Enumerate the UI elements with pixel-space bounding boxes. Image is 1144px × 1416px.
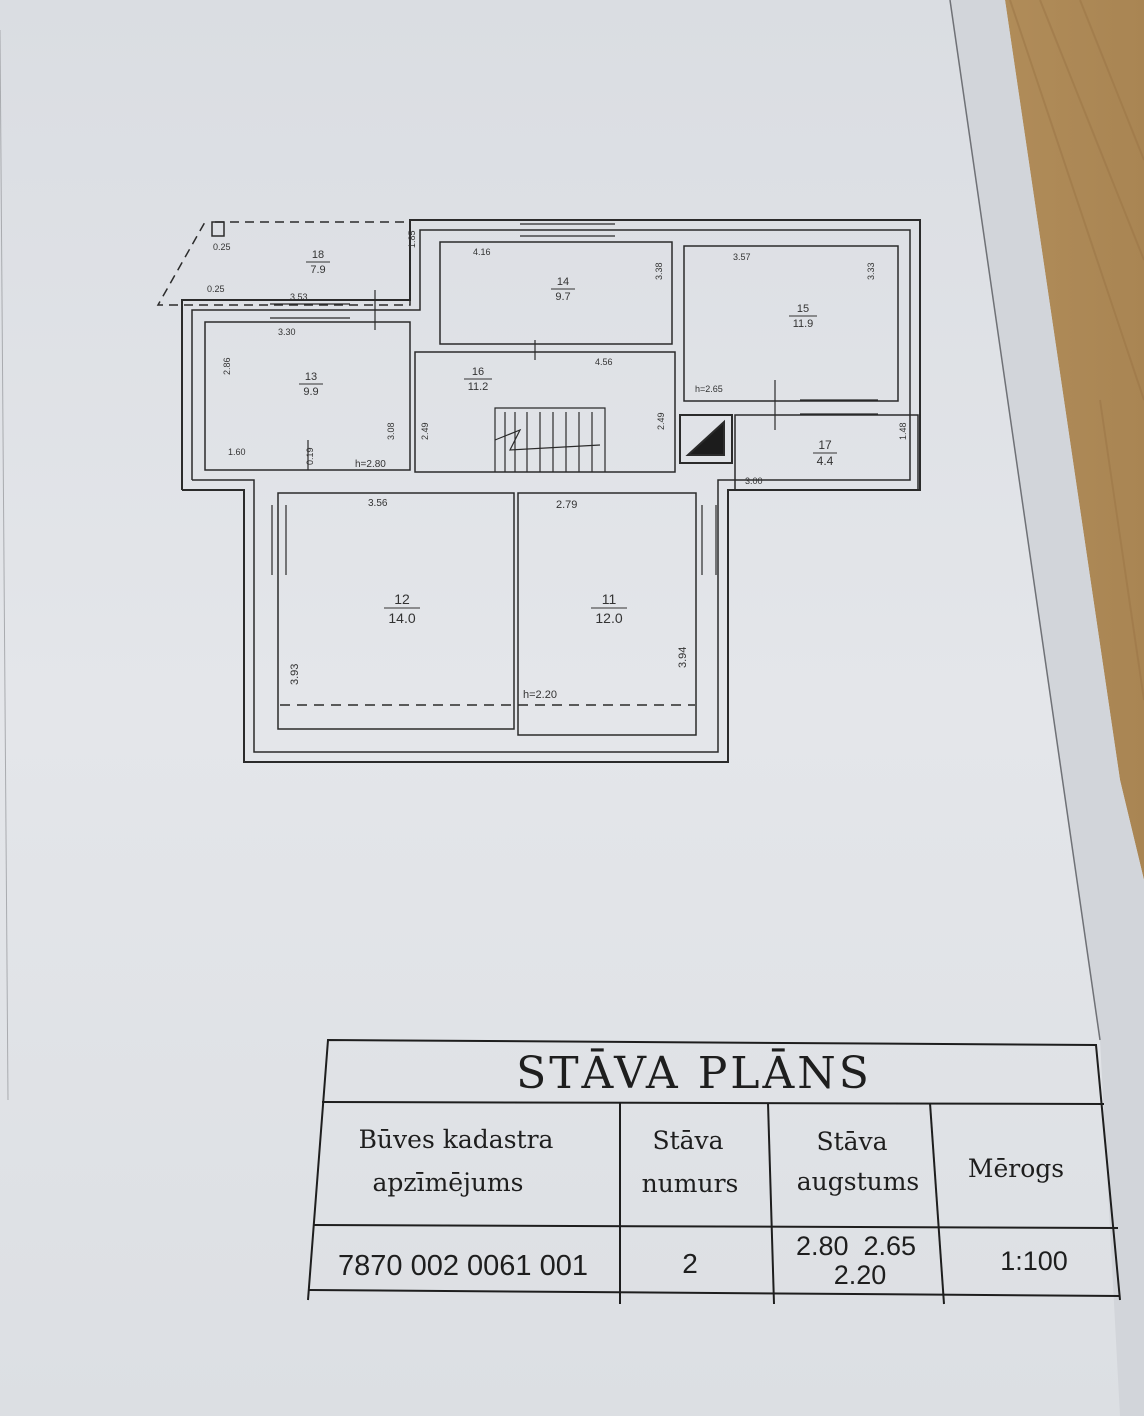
dim-label: 4.16 xyxy=(473,247,491,257)
svg-text:12.0: 12.0 xyxy=(595,610,622,626)
floor-height-value-line1: 2.80 2.65 xyxy=(796,1231,916,1261)
room-11-label: 11 12.0 xyxy=(591,591,627,626)
cadastre-value: 7870 002 0061 001 xyxy=(338,1250,588,1282)
dim-label: 0.25 xyxy=(207,284,225,294)
svg-text:7.9: 7.9 xyxy=(310,264,325,276)
header-cadastre-line1: Būves kadastra xyxy=(359,1125,554,1154)
svg-text:4.4: 4.4 xyxy=(817,454,834,468)
dim-label: 3.57 xyxy=(733,252,751,262)
header-floor-height-line2: augstums xyxy=(797,1167,920,1196)
dim-label: 4.56 xyxy=(595,357,613,367)
svg-text:17: 17 xyxy=(818,438,832,452)
dim-label: 3.38 xyxy=(654,262,664,280)
title-block xyxy=(307,1038,1121,1305)
header-floor-number-line2: numurs xyxy=(642,1169,739,1198)
dim-label: h=2.65 xyxy=(695,384,723,394)
svg-text:11: 11 xyxy=(602,591,617,607)
svg-text:18: 18 xyxy=(312,249,324,261)
room-15-outline xyxy=(683,245,899,402)
dim-label: h=2.20 xyxy=(523,689,557,701)
dim-label: h=2.80 xyxy=(355,459,386,470)
header-cadastre-line2: apzīmējums xyxy=(373,1168,524,1197)
room-16-outline xyxy=(414,351,676,473)
room-18-label: 18 7.9 xyxy=(306,249,330,276)
svg-text:13: 13 xyxy=(305,371,317,383)
room-14-label: 14 9.7 xyxy=(551,276,575,303)
room-16-label: 16 11.2 xyxy=(464,366,492,393)
title-block-title: STĀVA PLĀNS xyxy=(516,1047,872,1099)
scale-value: 1:100 xyxy=(1000,1246,1068,1276)
dim-label: 1.60 xyxy=(228,447,246,457)
room-17-outline xyxy=(734,414,919,491)
floor-number-value: 2 xyxy=(682,1248,698,1279)
floor-height-value-line2: 2.20 xyxy=(834,1260,887,1290)
dim-label: 3.53 xyxy=(290,292,308,302)
header-scale: Mērogs xyxy=(968,1154,1064,1183)
dim-label: 2.86 xyxy=(222,357,232,375)
dim-label: 3.30 xyxy=(278,327,296,337)
room-13-label: 13 9.9 xyxy=(299,371,323,398)
room-17-label: 17 4.4 xyxy=(813,438,837,468)
dim-label: 3.00 xyxy=(745,476,763,486)
room-11-outline xyxy=(517,492,697,736)
dim-label: 3.33 xyxy=(866,262,876,280)
svg-text:14.0: 14.0 xyxy=(388,610,415,626)
header-floor-height-line1: Stāva xyxy=(816,1127,887,1156)
dim-label: 1.48 xyxy=(898,422,908,440)
room-15-label: 15 11.9 xyxy=(789,303,817,330)
svg-text:11.9: 11.9 xyxy=(793,318,814,330)
svg-text:11.2: 11.2 xyxy=(468,381,489,393)
dim-label: 2.49 xyxy=(420,422,430,440)
svg-text:15: 15 xyxy=(797,303,809,315)
staircase xyxy=(494,407,606,472)
dim-label: 0.25 xyxy=(213,242,231,252)
svg-text:16: 16 xyxy=(472,366,484,378)
dim-label: 2.49 xyxy=(656,412,666,430)
svg-text:9.9: 9.9 xyxy=(303,386,318,398)
dim-label: 3.93 xyxy=(289,664,301,685)
dim-label: 3.08 xyxy=(386,422,396,440)
room-14-outline xyxy=(439,241,673,345)
balcony-dashed xyxy=(156,221,411,306)
dim-label: 3.56 xyxy=(368,498,388,509)
room-12-label: 12 14.0 xyxy=(384,591,420,626)
header-floor-number-line1: Stāva xyxy=(652,1126,723,1155)
room-12-outline xyxy=(277,492,515,730)
dim-label: 1.85 xyxy=(407,230,417,248)
dim-label: 0.19 xyxy=(305,447,315,465)
svg-text:9.7: 9.7 xyxy=(555,291,570,303)
outer-wall xyxy=(181,219,921,763)
dim-label: 3.94 xyxy=(677,647,689,668)
svg-text:14: 14 xyxy=(557,276,569,288)
chimney xyxy=(679,414,733,464)
svg-text:12: 12 xyxy=(394,591,410,607)
dim-label: 2.79 xyxy=(556,499,577,511)
